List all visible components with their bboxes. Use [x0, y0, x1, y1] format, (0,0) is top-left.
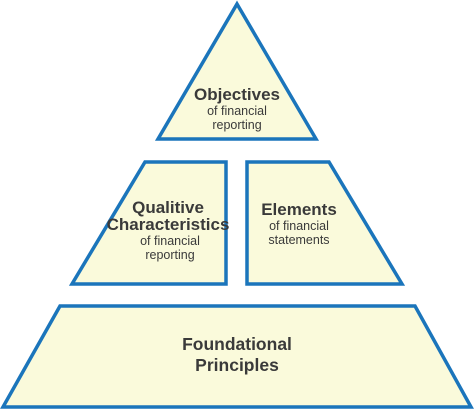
- objectives-title: Objectives: [194, 85, 280, 104]
- tier-qualitive-characteristics: Qualitive Characteristics of financial r…: [68, 160, 230, 286]
- tier-foundational-principles-shape: [0, 304, 474, 409]
- objectives-subtitle-line-1: of financial: [207, 104, 267, 118]
- qualitive-characteristics-title-line-1: Qualitive: [132, 198, 204, 217]
- tier-elements-shape: [245, 160, 406, 286]
- elements-title: Elements: [261, 200, 337, 219]
- tier-objectives-shape: [154, 0, 320, 141]
- foundational-principles-title-line-1: Foundational: [182, 334, 292, 354]
- tier-elements: Elements of financial statements: [245, 160, 406, 286]
- objectives-subtitle-line-2: reporting: [212, 118, 261, 132]
- tier-foundational-principles: Foundational Principles: [0, 304, 474, 409]
- elements-subtitle-line-2: statements: [268, 233, 329, 247]
- foundational-principles-title-line-2: Principles: [195, 355, 279, 375]
- tier-objectives: Objectives of financial reporting: [154, 0, 320, 141]
- elements-subtitle-line-1: of financial: [269, 219, 329, 233]
- qualitive-characteristics-subtitle-line-2: reporting: [145, 248, 194, 262]
- qualitive-characteristics-subtitle-line-1: of financial: [140, 234, 200, 248]
- qualitive-characteristics-title-line-2: Characteristics: [107, 215, 230, 234]
- tier-qualitive-characteristics-shape: [68, 160, 228, 286]
